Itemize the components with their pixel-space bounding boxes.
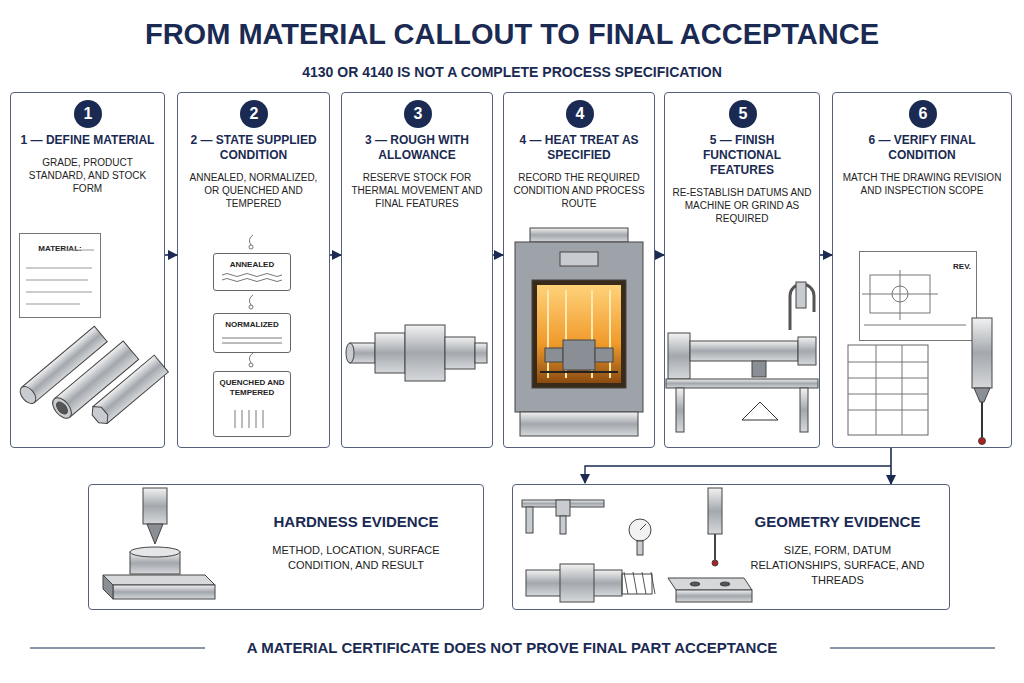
footer-caption: A MATERIAL CERTIFICATE DOES NOT PROVE FI… [0, 639, 1024, 656]
diagram-title: FROM MATERIAL CALLOUT TO FINAL ACCEPTANC… [0, 18, 1024, 51]
flow-arrow [165, 254, 177, 256]
measuring-tools [522, 488, 752, 602]
evidence-box: GEOMETRY EVIDENCE SIZE, FORM, DATUM RELAT… [512, 484, 950, 610]
step-body: GRADE, PRODUCT STANDARD, AND STOCK FORM [18, 156, 157, 195]
process-box: 4 — HEAT TREAT AS SPECIFIED RECORD THE RE… [503, 92, 655, 448]
hardness-tester [103, 488, 215, 599]
lathe [666, 282, 818, 432]
document-text: MATERIAL: [25, 244, 95, 254]
cmm-probe [972, 318, 992, 445]
tag-text: QUENCHED AND TEMPERED [217, 378, 287, 398]
flow-arrow [890, 448, 892, 484]
process-box: 5 — FINISH FUNCTIONAL FEATURES RE-ESTABLI… [664, 92, 820, 448]
callout-number: 3 [404, 100, 432, 128]
flow-arrow [655, 254, 664, 256]
step-number-text: 3 [414, 106, 423, 122]
evidence-body: METHOD, LOCATION, SURFACE CONDITION, AND… [239, 543, 473, 573]
callout-number: 6 [909, 100, 937, 128]
stock-bars [17, 326, 168, 427]
step-heading: 4 — HEAT TREAT AS SPECIFIED [511, 133, 647, 163]
evidence-body: SIZE, FORM, DATUM RELATIONSHIPS, SURFACE… [738, 543, 937, 588]
inspection-documents [848, 270, 966, 435]
step-body: MATCH THE DRAWING REVISION AND INSPECTIO… [840, 171, 1004, 197]
flow-arrow [820, 254, 832, 256]
tag-text: ANNEALED [217, 260, 287, 270]
caption-rule [30, 647, 205, 648]
step-heading: 2 — STATE SUPPLIED CONDITION [185, 133, 322, 163]
step-heading: 1 — DEFINE MATERIAL [18, 133, 157, 148]
condition-tag: NORMALIZED [213, 313, 291, 353]
step-body: ANNEALED, NORMALIZED, OR QUENCHED AND TE… [185, 171, 322, 210]
step-heading: 5 — FINISH FUNCTIONAL FEATURES [672, 133, 812, 178]
callout-number: 2 [240, 100, 268, 128]
flow-arrow [330, 254, 341, 256]
process-box: 1 — DEFINE MATERIAL GRADE, PRODUCT STANDA… [10, 92, 165, 448]
flow-arrow [493, 254, 503, 256]
step-number-text: 6 [919, 106, 928, 122]
callout-number: 4 [566, 100, 594, 128]
caption-rule [830, 647, 995, 648]
subtitle-label: 4130 OR 4140 IS NOT A COMPLETE PROCESS S… [0, 64, 1024, 80]
document-sheet: MATERIAL: [19, 233, 101, 318]
tag-text: NORMALIZED [217, 320, 287, 330]
step-number-text: 2 [250, 106, 259, 122]
branch-connector [585, 466, 891, 483]
step-body: RE-ESTABLISH DATUMS AND MACHINE OR GRIND… [672, 186, 812, 225]
step-number-text: 4 [576, 106, 585, 122]
step-number-text: 1 [84, 106, 93, 122]
document-sheet: REV. [859, 251, 977, 341]
condition-tag-marks [222, 235, 282, 428]
callout-number: 5 [729, 100, 757, 128]
process-box: 2 — STATE SUPPLIED CONDITION ANNEALED, NO… [177, 92, 330, 448]
condition-tag: ANNEALED [213, 253, 291, 291]
step-heading: 3 — ROUGH WITH ALLOWANCE [349, 133, 485, 163]
step-body: RECORD THE REQUIRED CONDITION AND PROCES… [511, 171, 647, 210]
document-text: REV. [865, 262, 971, 272]
condition-tag: QUENCHED AND TEMPERED [213, 371, 291, 437]
evidence-heading: HARDNESS EVIDENCE [239, 513, 473, 531]
process-box: 6 — VERIFY FINAL CONDITION MATCH THE DRAW… [832, 92, 1012, 448]
step-number-text: 5 [739, 106, 748, 122]
step-heading: 6 — VERIFY FINAL CONDITION [840, 133, 1004, 163]
callout-number: 1 [74, 100, 102, 128]
evidence-heading: GEOMETRY EVIDENCE [738, 513, 937, 531]
furnace [515, 228, 643, 436]
process-box: 3 — ROUGH WITH ALLOWANCE RESERVE STOCK FO… [341, 92, 493, 448]
step-body: RESERVE STOCK FOR THERMAL MOVEMENT AND F… [349, 171, 485, 210]
document-lines [26, 250, 94, 304]
rough-shaft [346, 325, 487, 381]
evidence-box: HARDNESS EVIDENCE METHOD, LOCATION, SURFA… [88, 484, 484, 610]
